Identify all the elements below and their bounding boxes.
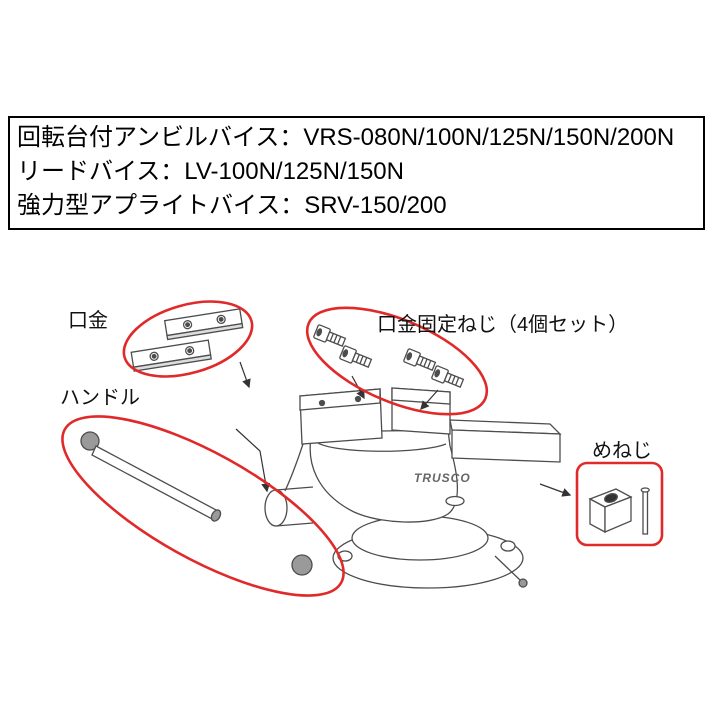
label-female-screw: めねじ xyxy=(592,440,652,462)
leader-arrow-jaw-plates xyxy=(239,361,251,389)
jaw-plates-drawing xyxy=(130,308,244,372)
spec-line-lead-vise: リードバイス：LV-100N/125N/150N xyxy=(17,158,404,185)
highlight-ellipse-handle xyxy=(61,415,345,597)
highlight-rect-female-screw xyxy=(575,461,664,547)
highlight-ellipse-jaw-screws xyxy=(305,306,489,416)
leader-arrow-female-screw xyxy=(539,483,572,497)
leader-arrow-screw-b xyxy=(420,389,439,411)
label-jaw-plates: 口金 xyxy=(68,309,108,332)
label-handle: ハンドル xyxy=(60,387,140,409)
highlight-ellipse-jaw-plates xyxy=(122,300,254,378)
handle-drawing xyxy=(80,431,313,576)
label-jaw-screws: 口金固定ねじ（4個セット） xyxy=(377,313,628,336)
part-highlights xyxy=(61,300,664,597)
brand-text: TRUSCO xyxy=(414,471,471,485)
spec-box: 回転台付アンビルバイス：VRS-080N/100N/125N/150N/200N… xyxy=(8,116,705,230)
female-screw-drawing xyxy=(588,487,650,535)
spec-line-anvil-vise: 回転台付アンビルバイス：VRS-080N/100N/125N/150N/200N xyxy=(17,124,675,151)
spec-line-upright-vise: 強力型アプライトバイス：SRV-150/200 xyxy=(17,192,447,219)
leader-arrow-handle xyxy=(235,428,271,493)
